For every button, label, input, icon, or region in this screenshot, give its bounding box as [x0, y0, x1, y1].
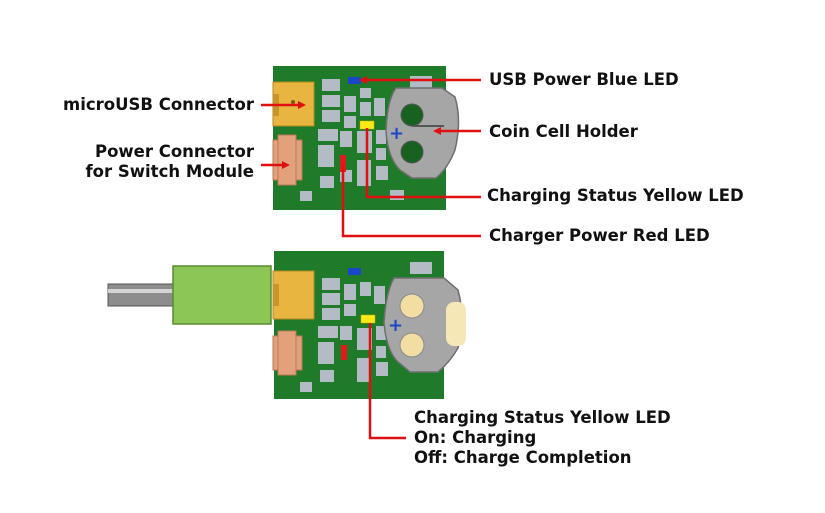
label-bottom-on: On: Charging: [414, 428, 537, 447]
top-yellow-led: [359, 120, 375, 130]
label-bottom-title: Charging Status Yellow LED: [414, 408, 671, 427]
bottom-board: +: [107, 251, 466, 399]
label-bottom-off: Off: Charge Completion: [414, 448, 632, 467]
label-microusb-connector: microUSB Connector: [63, 95, 254, 114]
coin-cell-plus-icon-2: +: [388, 315, 403, 336]
coin-cell-plus-icon: +: [389, 123, 404, 144]
bottom-pcb-components: [300, 262, 432, 392]
bottom-yellow-led: [360, 314, 376, 324]
label-bottom-charging-status: Charging Status Yellow LED On: Charging …: [414, 408, 671, 468]
top-board: +: [272, 66, 460, 210]
label-usb-power-blue-led: USB Power Blue LED: [489, 70, 679, 89]
bottom-blue-led: [348, 268, 361, 275]
top-red-led: [340, 155, 346, 172]
top-blue-led: [348, 77, 361, 84]
bottom-red-led: [341, 345, 347, 360]
usb-plug: [172, 265, 272, 325]
label-power-connector: Power Connector for Switch Module: [86, 142, 255, 182]
label-charging-status-yellow-led: Charging Status Yellow LED: [487, 186, 744, 205]
usb-cable: [107, 283, 179, 307]
label-charger-power-red-led: Charger Power Red LED: [489, 226, 710, 245]
leader-lines: [261, 78, 481, 440]
label-power-connector-line1: Power Connector: [94, 142, 254, 161]
label-coin-cell-holder: Coin Cell Holder: [489, 122, 638, 141]
leader-arrowheads: [282, 76, 441, 169]
label-power-connector-line2: for Switch Module: [85, 162, 255, 181]
bottom-microusb-connector: [272, 270, 315, 320]
